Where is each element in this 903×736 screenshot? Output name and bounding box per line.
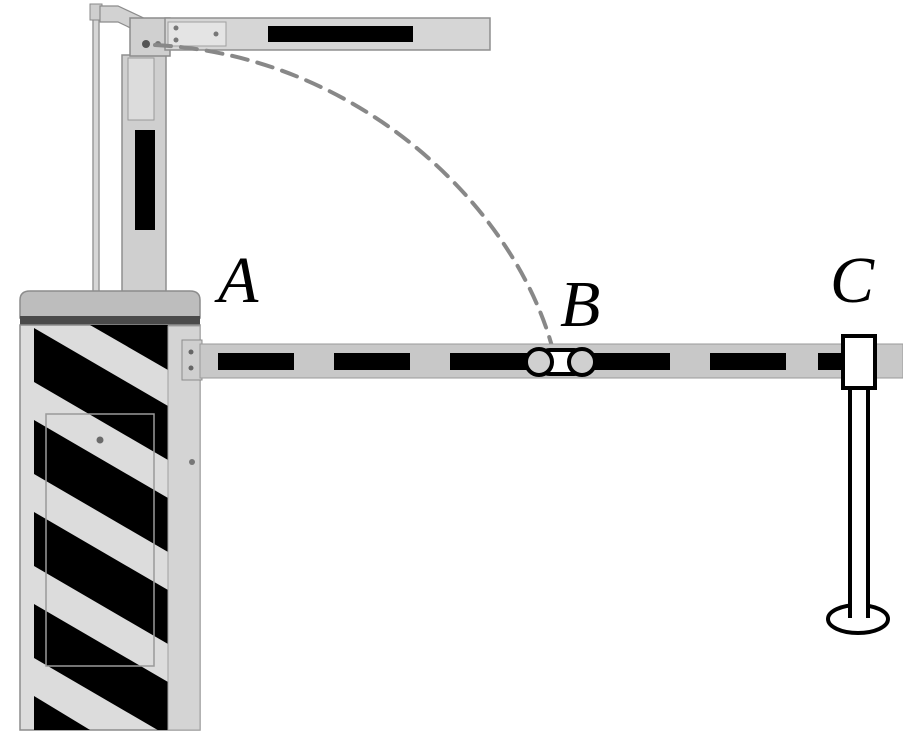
hazard-stripes [34, 325, 168, 730]
cabinet-lock [96, 436, 104, 444]
label-a: A [214, 244, 259, 317]
raised-arm-post-bracket [127, 57, 155, 121]
cabinet-top [19, 290, 201, 319]
arm-stripe [334, 353, 410, 370]
raised-arm-bolt [173, 37, 179, 43]
cabinet-side-edge [167, 325, 201, 731]
raised-arm-post-stripe [135, 130, 155, 230]
hazard-stripe [34, 512, 168, 644]
gate-cabinet [19, 290, 203, 731]
arm-stripe [710, 353, 786, 370]
hinge-b-right-pin [567, 347, 597, 377]
hinge-b-left-pin [524, 347, 554, 377]
arm-mount [181, 339, 203, 381]
support-post-c [826, 334, 890, 635]
raised-arm [89, 3, 491, 297]
support-post-pole [848, 382, 870, 622]
raised-arm-bolt [142, 40, 150, 48]
hazard-stripe [90, 325, 168, 370]
hazard-stripe [34, 696, 91, 730]
arm-mount-bolt [188, 365, 194, 371]
hazard-stripe [34, 604, 168, 730]
label-c: C [830, 244, 875, 317]
arm-mount-bolt [188, 349, 194, 355]
swing-arc [153, 43, 557, 360]
cabinet-door [45, 413, 155, 667]
hinge-b [524, 347, 597, 377]
support-post-pole-bottom [852, 600, 866, 620]
raised-arm-bolt [213, 31, 219, 37]
arm-stripe [594, 353, 670, 370]
arm-stripe [450, 353, 530, 370]
raised-arm-rod [92, 7, 100, 297]
cabinet-top-band [20, 316, 200, 326]
support-post-clamp [841, 334, 877, 390]
raised-arm-bolt [173, 25, 179, 31]
hazard-stripe [34, 420, 168, 552]
raised-arm-bar-stripe [268, 26, 413, 42]
arm-stripe [218, 353, 294, 370]
label-b: B [560, 268, 600, 341]
raised-arm-pivot [129, 17, 171, 57]
cabinet-side-knob [189, 459, 195, 465]
arm-stripe [818, 353, 848, 370]
hazard-stripe [34, 328, 168, 460]
